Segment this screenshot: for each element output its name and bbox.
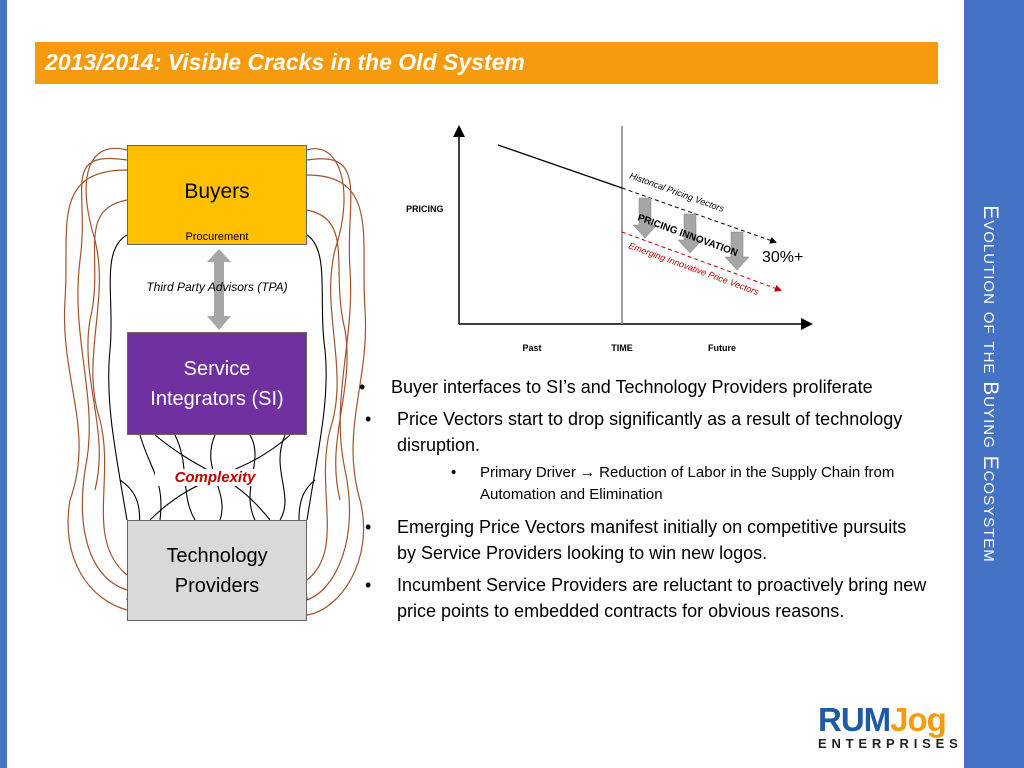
drop-label: 30%+ <box>762 249 803 266</box>
bullet-item: • Primary Driver → Reduction of Labor in… <box>357 462 927 506</box>
si-label-line1: Service <box>183 357 251 380</box>
bullet-item: • Incumbent Service Providers are reluct… <box>357 572 927 624</box>
historical-vector-line <box>621 187 777 244</box>
drop-arrows <box>632 197 750 271</box>
bullet-text: Emerging Price Vectors manifest initiall… <box>397 517 907 563</box>
y-axis-label: PRICING <box>406 204 444 214</box>
tech-label-line1: Technology <box>166 544 268 567</box>
procurement-label: Procurement <box>185 231 249 243</box>
buyers-label: Buyers <box>184 180 250 203</box>
past-price-line <box>497 144 623 189</box>
tpa-label: Third Party Advisors (TPA) <box>146 280 288 294</box>
bullet-text: Incumbent Service Providers are reluctan… <box>397 575 927 621</box>
logo-subtitle: ENTERPRISES <box>818 736 963 751</box>
rumjog-logo: RUMJog ENTERPRISES <box>818 703 963 751</box>
bullet-list: • Buyer interfaces to SI’s and Technolog… <box>357 374 927 624</box>
tech-label-line2: Providers <box>174 574 260 597</box>
service-integrators-box: Service Integrators (SI) <box>127 332 307 435</box>
side-title-bar <box>964 0 1024 768</box>
logo-jog: Jog <box>890 701 947 738</box>
bullet-marker: • <box>359 377 366 397</box>
bullet-text: Primary Driver → Reduction of Labor in t… <box>480 464 895 503</box>
tpa-double-arrow <box>207 249 231 330</box>
bullet-marker: • <box>365 517 372 537</box>
x-tick-past: Past <box>522 343 541 353</box>
x-tick-future: Future <box>708 343 736 353</box>
drop-arrow-2 <box>677 213 703 254</box>
slide-title: 2013/2014: Visible Cracks in the Old Sys… <box>45 49 525 75</box>
drop-arrow-3 <box>724 231 750 271</box>
bullet-marker: • <box>365 575 372 595</box>
tangled-outer-lines <box>63 147 367 616</box>
bullet-text: Buyer interfaces to SI’s and Technology … <box>391 377 873 397</box>
bullet-text: Price Vectors start to drop significantl… <box>397 409 903 455</box>
emerging-vector-line <box>621 231 782 292</box>
x-tick-time: TIME <box>611 343 633 353</box>
technology-providers-box: Technology Providers <box>127 520 307 621</box>
si-label-line2: Integrators (SI) <box>150 387 284 410</box>
complexity-label: Complexity <box>155 469 275 486</box>
buyers-box: Buyers Procurement <box>127 145 307 245</box>
logo-rum: RUM <box>818 701 891 738</box>
bullet-marker: • <box>451 464 457 481</box>
left-accent-bar <box>0 0 7 768</box>
bullet-marker: • <box>365 409 372 429</box>
bullet-item: • Buyer interfaces to SI’s and Technolog… <box>357 374 927 400</box>
drop-arrow-1 <box>632 197 658 239</box>
bullet-item: • Price Vectors start to drop significan… <box>357 406 927 458</box>
title-bar: 2013/2014: Visible Cracks in the Old Sys… <box>35 42 938 84</box>
bullet-item: • Emerging Price Vectors manifest initia… <box>357 514 927 566</box>
